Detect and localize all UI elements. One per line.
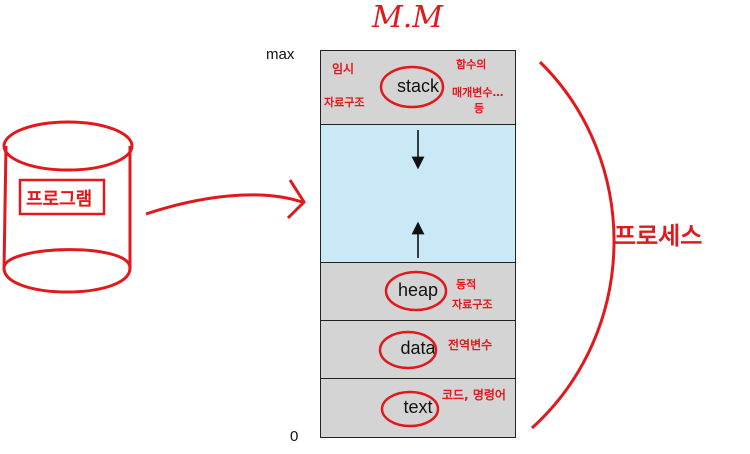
axis-max-label: max (266, 46, 295, 63)
stack-label: stack (396, 76, 439, 96)
program-cylinder (2, 120, 134, 294)
heap-note-struct: 자료구조 (452, 298, 493, 311)
stack-circle (379, 65, 445, 109)
process-annotation: 프로세스 (614, 222, 703, 250)
data-circle (378, 330, 438, 370)
heap-label: heap (397, 280, 439, 300)
text-segment: text (320, 378, 516, 438)
stack-note-struct: 자료구조 (324, 96, 365, 109)
heap-note-dynamic: 동적 (456, 278, 477, 291)
text-label: text (403, 397, 433, 417)
text-circle (380, 390, 440, 428)
data-label: data (400, 338, 436, 358)
memory-title: M.M (372, 0, 443, 35)
process-bracket (530, 60, 616, 430)
stack-note-temp: 임시 (332, 62, 355, 76)
stack-note-etc: 등 (474, 102, 485, 115)
stack-note-func: 함수의 (456, 58, 487, 71)
text-note-code: 코드, 명령어 (442, 388, 506, 402)
load-arrow (145, 193, 303, 216)
load-arrow-head (286, 179, 306, 220)
stack-note-param: 매개변수… (452, 86, 504, 99)
data-segment: data (320, 320, 516, 378)
heap-circle (384, 270, 448, 312)
axis-min-label: 0 (290, 428, 299, 445)
program-label-box (18, 178, 106, 216)
stack-segment: stack (320, 50, 516, 124)
data-note-global: 전역변수 (448, 338, 493, 352)
program-annotation: 프로그램 (26, 189, 93, 210)
